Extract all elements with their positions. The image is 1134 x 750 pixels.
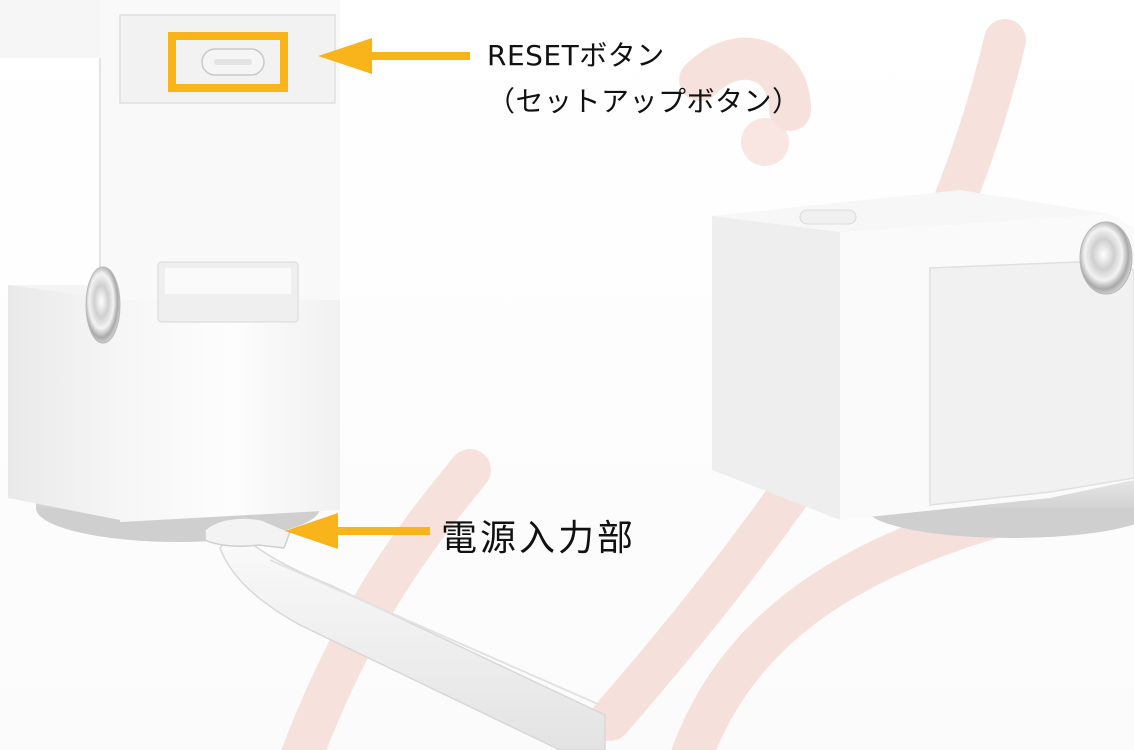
reset-button-label: RESETボタン bbox=[487, 39, 665, 72]
power-input-label: 電源入力部 bbox=[441, 518, 637, 559]
power-arrow bbox=[285, 513, 430, 549]
camera-device-back bbox=[8, 14, 606, 750]
reset-arrow bbox=[318, 38, 470, 74]
power-cable bbox=[219, 528, 606, 750]
reset-highlight-box bbox=[168, 32, 288, 92]
camera-device-front bbox=[712, 190, 1134, 538]
watermark-dot bbox=[741, 118, 789, 166]
setup-button-label: （セットアップボタン） bbox=[487, 85, 801, 118]
